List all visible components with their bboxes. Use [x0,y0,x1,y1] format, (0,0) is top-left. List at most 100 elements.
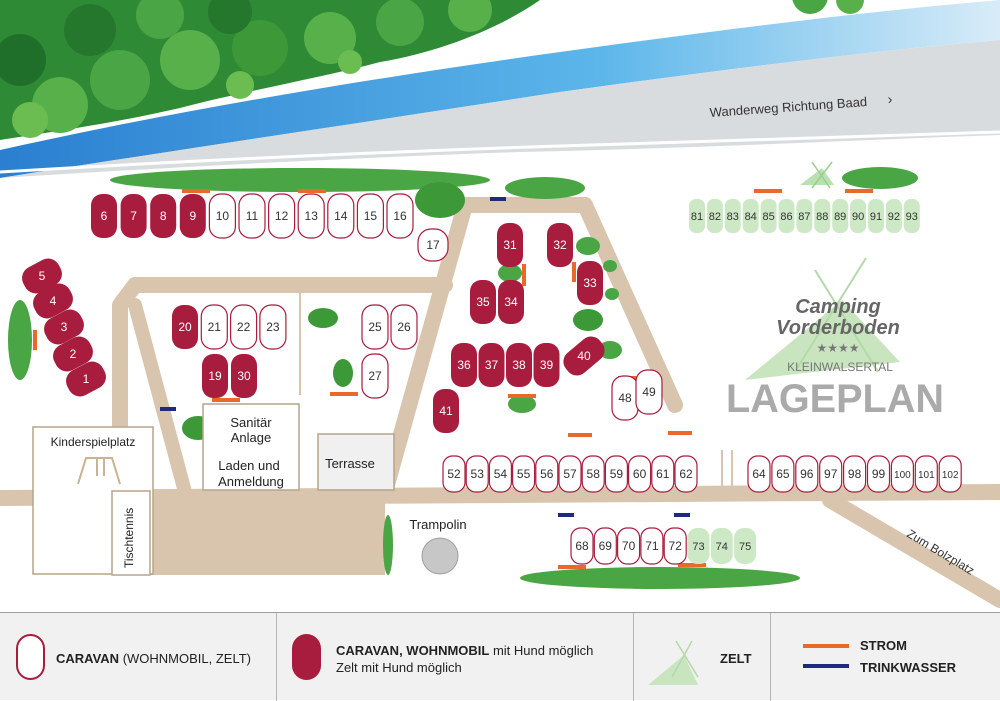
pitch-marker[interactable] [478,343,505,387]
pitch-73[interactable]: 73 [687,528,710,564]
pitch-10[interactable]: 10 [208,193,236,239]
pitch-marker[interactable] [558,455,582,493]
pitch-39[interactable]: 39 [533,343,560,387]
pitch-marker[interactable] [470,280,496,324]
pitch-marker[interactable] [778,199,795,233]
pitch-marker[interactable] [771,455,795,493]
pitch-marker[interactable] [903,199,920,233]
pitch-88[interactable]: 88 [814,199,831,233]
pitch-marker[interactable] [640,527,664,565]
pitch-marker[interactable] [674,455,698,493]
pitch-27[interactable]: 27 [361,353,389,399]
pitch-marker[interactable] [40,305,88,349]
pitch-marker[interactable] [796,199,813,233]
pitch-marker[interactable] [687,528,710,564]
pitch-82[interactable]: 82 [706,199,723,233]
pitch-89[interactable]: 89 [832,199,849,233]
pitch-marker[interactable] [535,455,559,493]
pitch-marker[interactable] [231,354,257,398]
pitch-marker[interactable] [417,228,449,262]
pitch-marker[interactable] [511,455,536,493]
pitch-7[interactable]: 7 [120,194,147,238]
pitch-31[interactable]: 31 [497,223,523,267]
pitch-54[interactable]: 54 [488,455,512,493]
pitch-86[interactable]: 86 [778,199,795,233]
pitch-8[interactable]: 8 [150,194,177,238]
pitch-marker[interactable] [465,455,489,493]
pitch-marker[interactable] [627,455,652,493]
pitch-91[interactable]: 91 [868,199,884,233]
pitch-marker[interactable] [259,304,287,350]
pitch-32[interactable]: 32 [547,223,573,267]
pitch-60[interactable]: 60 [627,455,652,493]
pitch-marker[interactable] [451,343,477,387]
pitch-14[interactable]: 14 [327,193,355,239]
pitch-marker[interactable] [559,332,609,380]
pitch-marker[interactable] [200,304,228,350]
pitch-marker[interactable] [390,304,418,350]
pitch-marker[interactable] [577,261,603,305]
pitch-68[interactable]: 68 [570,527,594,565]
pitch-marker[interactable] [202,354,228,398]
pitch-13[interactable]: 13 [297,193,325,239]
pitch-102[interactable]: 102 [938,455,962,493]
pitch-33[interactable]: 33 [577,261,603,305]
pitch-marker[interactable] [361,304,389,350]
pitch-93[interactable]: 93 [903,199,920,233]
pitch-marker[interactable] [29,279,77,323]
pitch-marker[interactable] [890,455,915,493]
pitch-61[interactable]: 61 [651,455,675,493]
pitch-marker[interactable] [547,223,573,267]
pitch-30[interactable]: 30 [231,354,257,398]
pitch-98[interactable]: 98 [842,455,867,493]
pitch-36[interactable]: 36 [451,343,477,387]
pitch-5[interactable]: 5 [18,254,66,298]
pitch-marker[interactable] [866,455,891,493]
pitch-marker[interactable] [230,304,258,350]
pitch-35[interactable]: 35 [470,280,496,324]
pitch-marker[interactable] [91,194,117,238]
pitch-72[interactable]: 72 [663,527,687,565]
pitch-92[interactable]: 92 [885,199,902,233]
pitch-marker[interactable] [885,199,902,233]
pitch-84[interactable]: 84 [742,199,759,233]
pitch-marker[interactable] [488,455,512,493]
pitch-55[interactable]: 55 [511,455,536,493]
pitch-6[interactable]: 6 [91,194,117,238]
pitch-59[interactable]: 59 [604,455,629,493]
pitch-marker[interactable] [238,193,266,239]
pitch-34[interactable]: 34 [498,280,524,324]
pitch-marker[interactable] [433,389,459,433]
pitch-62[interactable]: 62 [674,455,698,493]
pitch-marker[interactable] [120,194,147,238]
pitch-57[interactable]: 57 [558,455,582,493]
pitch-marker[interactable] [604,455,629,493]
pitch-marker[interactable] [819,455,843,493]
pitch-74[interactable]: 74 [710,528,733,564]
trampolin-icon[interactable] [421,537,459,575]
pitch-16[interactable]: 16 [386,193,414,239]
pitch-21[interactable]: 21 [200,304,228,350]
pitch-70[interactable]: 70 [616,527,641,565]
pitch-25[interactable]: 25 [361,304,389,350]
pitch-marker[interactable] [297,193,325,239]
pitch-4[interactable]: 4 [29,279,77,323]
pitch-2[interactable]: 2 [49,332,97,376]
pitch-marker[interactable] [710,528,733,564]
pitch-19[interactable]: 19 [202,354,228,398]
pitch-marker[interactable] [179,194,206,238]
pitch-marker[interactable] [172,305,198,349]
pitch-17[interactable]: 17 [417,228,449,262]
pitch-marker[interactable] [506,343,532,387]
pitch-3[interactable]: 3 [40,305,88,349]
pitch-20[interactable]: 20 [172,305,198,349]
pitch-marker[interactable] [442,455,466,493]
pitch-58[interactable]: 58 [581,455,605,493]
pitch-15[interactable]: 15 [356,193,384,239]
pitch-53[interactable]: 53 [465,455,489,493]
pitch-83[interactable]: 83 [724,199,741,233]
pitch-marker[interactable] [62,357,110,401]
pitch-40[interactable]: 40 [559,332,609,380]
pitch-56[interactable]: 56 [535,455,559,493]
pitch-22[interactable]: 22 [230,304,258,350]
